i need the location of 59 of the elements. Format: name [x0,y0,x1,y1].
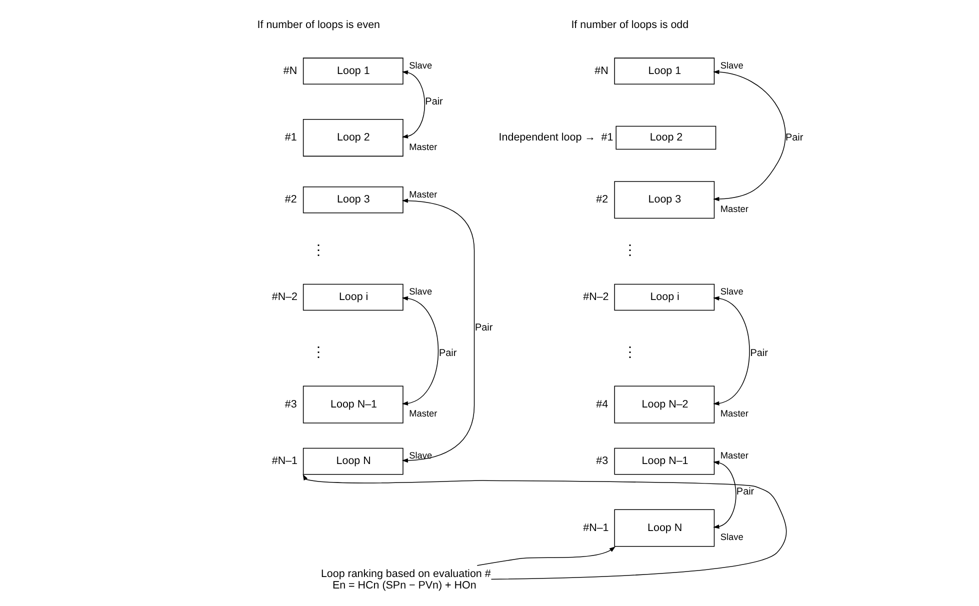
node-box: Loop N–2 [614,386,714,424]
node-text: Loop ranking based on evaluation # En = HCn (SPn − PVn) + HOn [320,568,490,592]
node-label: Slave [408,450,432,461]
node-label: #2 [284,194,296,206]
node-box: Loop 2 [302,119,403,157]
label: ⋮ [622,242,636,258]
node-label: Slave [720,286,743,297]
edge-label: Pair [424,96,442,108]
node-label: Master [720,204,748,214]
node-label: Master [408,142,437,152]
node-label: #N–2 [271,291,298,304]
edge-label: Pair [750,348,768,359]
node-box: Loop 3 [614,181,714,219]
node-label: Slave [720,60,743,70]
node-label: #2 [596,194,608,206]
node-box: Loop 2 [615,126,716,150]
arrow [712,70,786,202]
label: If number of loops is even [256,18,380,31]
node-box: Loop i [302,284,403,311]
arrow [712,296,750,406]
node-label: #3 [284,398,296,410]
arrow [712,460,736,529]
edge-label: Pair [438,348,456,359]
node-label: Slave [408,60,432,70]
node-label: Master [408,408,437,419]
arrow [401,296,438,406]
node-box: Loop 3 [302,186,403,214]
node-box: Loop N–1 [302,386,403,424]
node-box: Loop N [614,509,714,547]
node-box: Loop 1 [614,58,714,85]
node-label: #1 [284,132,296,144]
node-label: Master [720,450,748,461]
edge-label: Pair [474,322,492,334]
node-box: Loop N–1 [614,448,714,475]
node-label: #N [594,64,608,77]
arrow [401,70,425,138]
node-box: Loop N [302,448,403,475]
label: ⋮ [311,344,326,360]
node-label: #N [282,64,297,77]
node-label: #N–1 [582,522,608,534]
label: If number of loops is odd [570,18,688,31]
node-label: #N–2 [582,291,608,304]
arrow [401,198,474,463]
node-label: Slave [720,532,743,542]
edge-label: Pair [736,486,754,498]
edge-label: Pair [785,132,803,144]
node-box: Loop i [614,284,714,311]
label: ⋮ [622,344,636,360]
node-label: Slave [408,286,432,297]
node-label: #3 [596,455,608,468]
label: ⋮ [311,242,326,258]
arrow [302,474,786,580]
arrow [476,546,615,566]
node-box: Loop 1 [302,58,403,85]
node-label: #4 [596,398,608,410]
node-label: Independent loop → #1 [498,132,613,144]
node-label: Master [408,189,437,200]
node-label: Master [720,408,748,419]
node-label: #N–1 [271,455,298,468]
